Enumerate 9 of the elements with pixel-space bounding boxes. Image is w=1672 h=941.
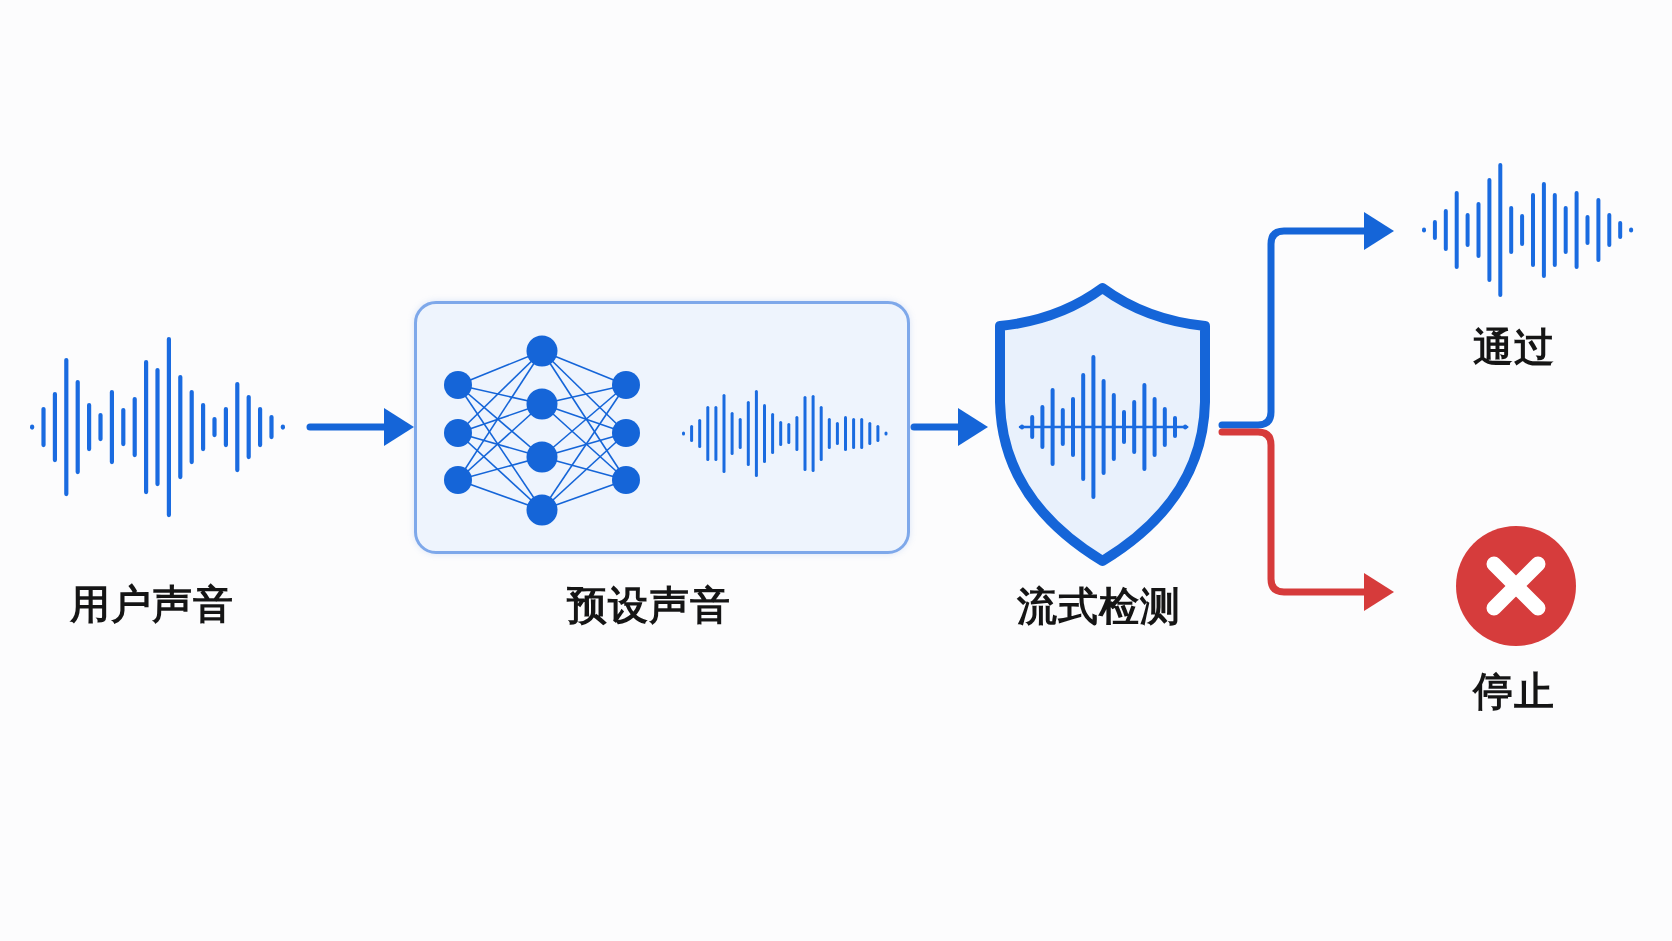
node-label: 流式检测: [1017, 582, 1181, 630]
node-label: 预设声音: [567, 581, 731, 629]
arrow: [306, 408, 414, 446]
node-label: 用户声音: [70, 580, 234, 628]
node-label: 通过: [1473, 323, 1555, 371]
node-label: 停止: [1473, 667, 1555, 715]
arrow: [910, 408, 988, 446]
arrow: [1218, 428, 1394, 611]
arrow: [1218, 212, 1394, 429]
